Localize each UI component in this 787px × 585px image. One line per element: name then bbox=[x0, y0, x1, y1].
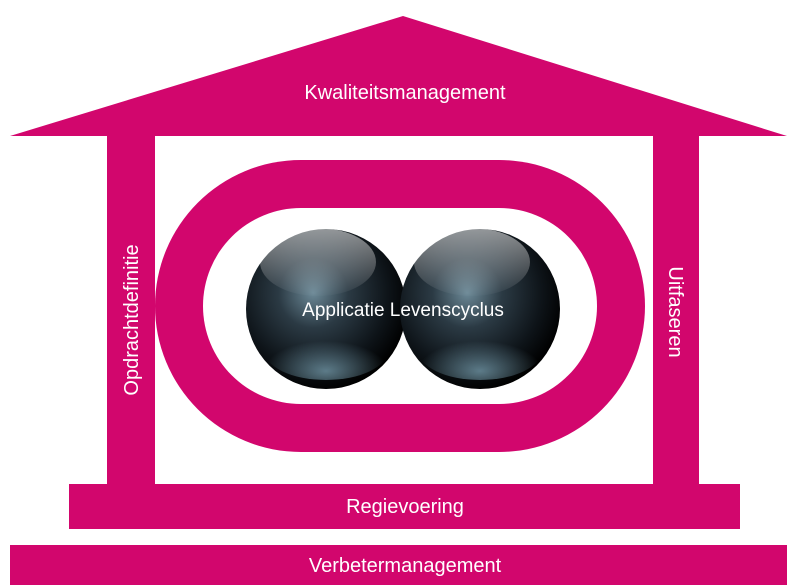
right-pillar-label: Uitfaseren bbox=[664, 266, 686, 357]
base-bar bbox=[69, 484, 740, 529]
foundation-label: Verbetermanagement bbox=[309, 555, 502, 577]
base-label: Regievoering bbox=[346, 496, 464, 518]
right-pillar bbox=[653, 136, 699, 484]
roof bbox=[10, 16, 787, 136]
right-sphere bbox=[400, 228, 560, 389]
foundation-bar bbox=[10, 545, 787, 585]
roof-label: Kwaliteitsmanagement bbox=[304, 82, 506, 104]
left-sphere bbox=[246, 228, 406, 389]
left-pillar bbox=[107, 136, 155, 484]
center-label: Applicatie Levenscyclus bbox=[302, 300, 504, 321]
left-pillar-label: Opdrachtdefinitie bbox=[121, 244, 143, 395]
